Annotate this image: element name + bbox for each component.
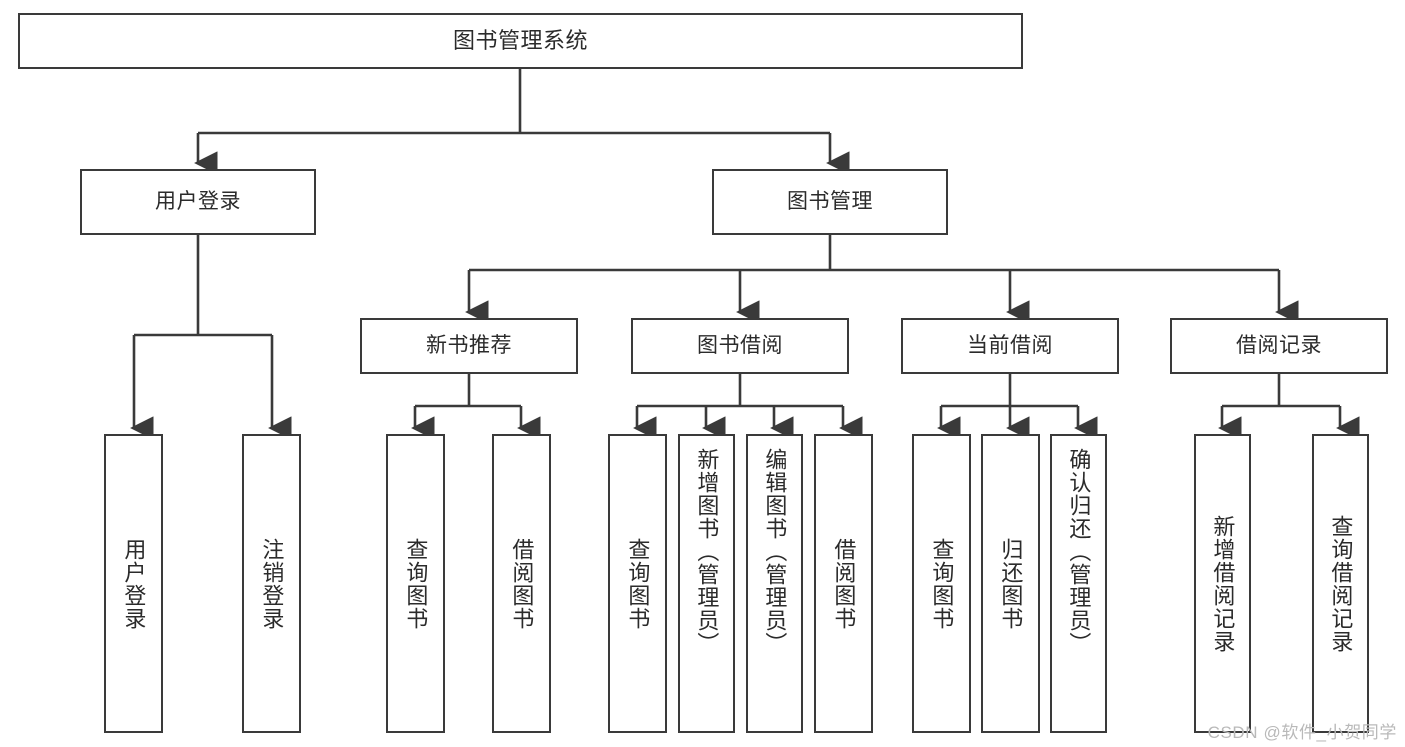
watermark: CSDN @软件_小贺同学	[1207, 723, 1397, 742]
leaf-new-book-recommend-2[interactable]: 借阅图书	[492, 434, 551, 733]
node-root-label: 图书管理系统	[452, 28, 588, 54]
leaf-book-borrow-4[interactable]: 借阅图书	[814, 434, 873, 733]
leaf-borrow-record-2[interactable]: 查询借阅记录	[1312, 434, 1369, 733]
leaf-user-login-2-label: 注销登录	[259, 537, 285, 630]
leaf-book-borrow-3[interactable]: 编辑图书（管理员）	[746, 434, 803, 733]
leaf-book-borrow-1[interactable]: 查询图书	[608, 434, 667, 733]
leaf-new-book-recommend-2-label: 借阅图书	[509, 537, 535, 630]
leaf-current-borrow-3[interactable]: 确认归还（管理员）	[1050, 434, 1107, 733]
node-root[interactable]: 图书管理系统	[18, 13, 1023, 69]
leaf-borrow-record-2-label: 查询借阅记录	[1328, 514, 1354, 653]
leaf-user-login-1[interactable]: 用户登录	[104, 434, 163, 733]
leaf-book-borrow-2-label: 新增图书（管理员）	[694, 448, 720, 655]
leaf-current-borrow-1[interactable]: 查询图书	[912, 434, 971, 733]
leaf-borrow-record-1[interactable]: 新增借阅记录	[1194, 434, 1251, 733]
leaf-user-login-2[interactable]: 注销登录	[242, 434, 301, 733]
leaf-book-borrow-2[interactable]: 新增图书（管理员）	[678, 434, 735, 733]
leaf-current-borrow-3-label: 确认归还（管理员）	[1066, 448, 1092, 655]
leaf-current-borrow-2-label: 归还图书	[998, 537, 1024, 630]
leaf-book-borrow-4-label: 借阅图书	[831, 537, 857, 630]
leaf-user-login-1-label: 用户登录	[121, 537, 147, 630]
leaf-new-book-recommend-1-label: 查询图书	[403, 537, 429, 630]
leaf-current-borrow-2[interactable]: 归还图书	[981, 434, 1040, 733]
node-borrow-record-label: 借阅记录	[1236, 333, 1322, 357]
leaf-borrow-record-1-label: 新增借阅记录	[1210, 514, 1236, 653]
node-current-borrow[interactable]: 当前借阅	[901, 318, 1119, 374]
node-book-borrow[interactable]: 图书借阅	[631, 318, 849, 374]
leaf-current-borrow-1-label: 查询图书	[929, 537, 955, 630]
node-new-book-recommend[interactable]: 新书推荐	[360, 318, 578, 374]
node-book-borrow-label: 图书借阅	[697, 333, 783, 357]
leaf-book-borrow-3-label: 编辑图书（管理员）	[762, 448, 788, 655]
node-book-manage-label: 图书管理	[787, 189, 873, 213]
leaf-new-book-recommend-1[interactable]: 查询图书	[386, 434, 445, 733]
node-current-borrow-label: 当前借阅	[967, 333, 1053, 357]
leaf-book-borrow-1-label: 查询图书	[625, 537, 651, 630]
node-user-login-label: 用户登录	[155, 189, 241, 213]
node-book-manage[interactable]: 图书管理	[712, 169, 948, 235]
node-user-login[interactable]: 用户登录	[80, 169, 316, 235]
node-borrow-record[interactable]: 借阅记录	[1170, 318, 1388, 374]
node-new-book-recommend-label: 新书推荐	[426, 333, 512, 357]
